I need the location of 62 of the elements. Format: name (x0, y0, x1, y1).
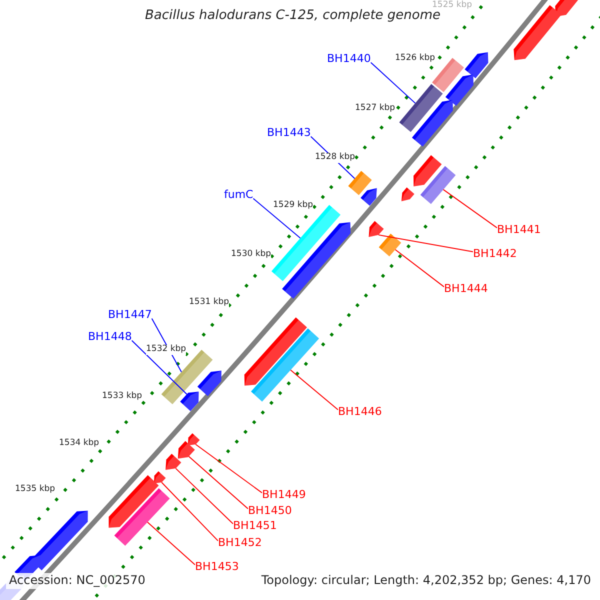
gene-feature (154, 471, 166, 484)
gene-label: BH1448 (88, 331, 132, 344)
gene-box (378, 234, 402, 256)
scale-tick-label: 1527 kbp (355, 104, 396, 114)
gene-label: BH1447 (108, 309, 152, 322)
scale-tick-label: 1531 kbp (189, 298, 230, 308)
scale-tick-label: 1534 kbp (59, 439, 100, 449)
gene-box (399, 84, 443, 132)
gene-box (250, 328, 320, 402)
gene-feature (188, 433, 200, 446)
gene-label: BH1451 (233, 520, 277, 533)
gene-feature (464, 52, 488, 78)
gene-label: BH1442 (473, 248, 517, 261)
leader-line (175, 468, 234, 524)
gene-label: BH1452 (218, 537, 262, 550)
leader-line (195, 444, 262, 494)
gene-feature (401, 187, 414, 202)
gene-label: BH1443 (267, 127, 311, 140)
gene-label: BH1440 (327, 53, 371, 66)
gene-label: BH1446 (338, 406, 382, 419)
gene-feature (180, 392, 199, 412)
gene-feature (108, 475, 159, 528)
leader-line (161, 482, 218, 542)
scale-tick-label: 1533 kbp (102, 392, 142, 402)
gene-box (348, 170, 372, 196)
gene-feature (412, 100, 453, 147)
scale-tick-label: 1532 kbp (146, 345, 186, 355)
leader-line (370, 62, 416, 104)
leader-line (188, 456, 248, 510)
leader-line (290, 370, 338, 410)
scale-tick-label: 1530 kbp (231, 250, 272, 260)
gene-label: BH1441 (497, 224, 541, 237)
scale-tick-label: 1526 kbp (395, 54, 436, 64)
gene-feature (166, 454, 182, 470)
scale-tick-label: 1529 kbp (273, 201, 314, 211)
gene-box (114, 488, 170, 546)
gene-label: BH1449 (262, 489, 306, 502)
gene-feature (360, 188, 377, 206)
gene-label: fumC (224, 189, 254, 202)
leader-line (394, 249, 444, 288)
gene-feature (555, 0, 580, 17)
gene-feature (414, 155, 442, 186)
leader-line (442, 189, 498, 228)
gene-feature (178, 440, 195, 459)
leader-line (131, 340, 188, 395)
title: Bacillus halodurans C-125, complete genome (145, 9, 441, 24)
gene-feature (244, 317, 307, 386)
leader-line (378, 234, 474, 252)
gene-label: BH1450 (248, 505, 292, 518)
scale-tick-label: 1528 kbp (315, 153, 356, 163)
gene-label: BH1444 (444, 283, 488, 296)
gene-label: BH1453 (195, 561, 239, 574)
gene-feature (514, 5, 562, 60)
gene-feature (368, 221, 384, 238)
gene-feature (197, 370, 222, 396)
scale-tick-label: 1525 kbp (432, 1, 472, 11)
gene-feature (282, 222, 351, 299)
leader-line (252, 198, 301, 239)
gene-feature (445, 74, 474, 106)
scale-tick-label: 1535 kbp (15, 485, 56, 495)
leader-line (146, 522, 196, 566)
gene-box (420, 166, 456, 204)
